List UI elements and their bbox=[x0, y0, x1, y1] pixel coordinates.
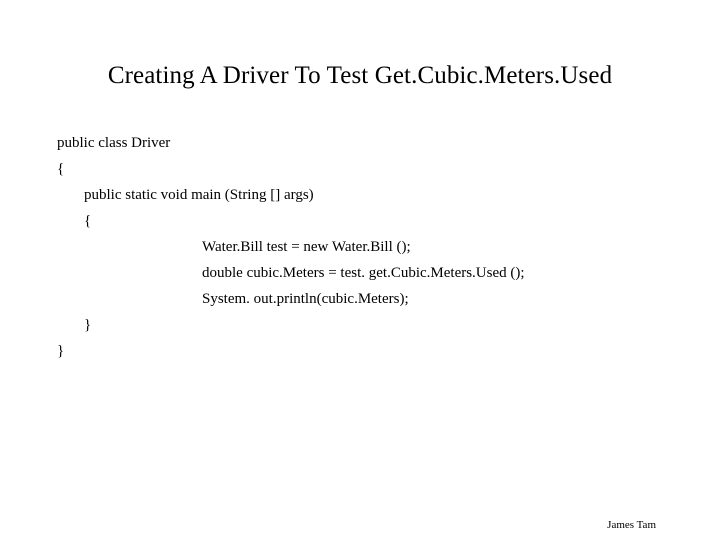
footer-author: James Tam bbox=[607, 519, 656, 531]
code-line: double cubic.Meters = test. get.Cubic.Me… bbox=[202, 265, 525, 281]
code-line: public static void main (String [] args) bbox=[84, 187, 314, 203]
code-line: public class Driver bbox=[57, 135, 171, 151]
code-line: { bbox=[84, 213, 92, 229]
code-block: public class Driver { public static void… bbox=[57, 130, 677, 364]
code-line: System. out.println(cubic.Meters); bbox=[202, 291, 409, 307]
page-title: Creating A Driver To Test Get.Cubic.Mete… bbox=[107, 61, 613, 89]
code-line: } bbox=[57, 343, 65, 359]
code-line: Water.Bill test = new Water.Bill (); bbox=[202, 239, 411, 255]
code-line: } bbox=[84, 317, 92, 333]
code-line: { bbox=[57, 161, 65, 177]
